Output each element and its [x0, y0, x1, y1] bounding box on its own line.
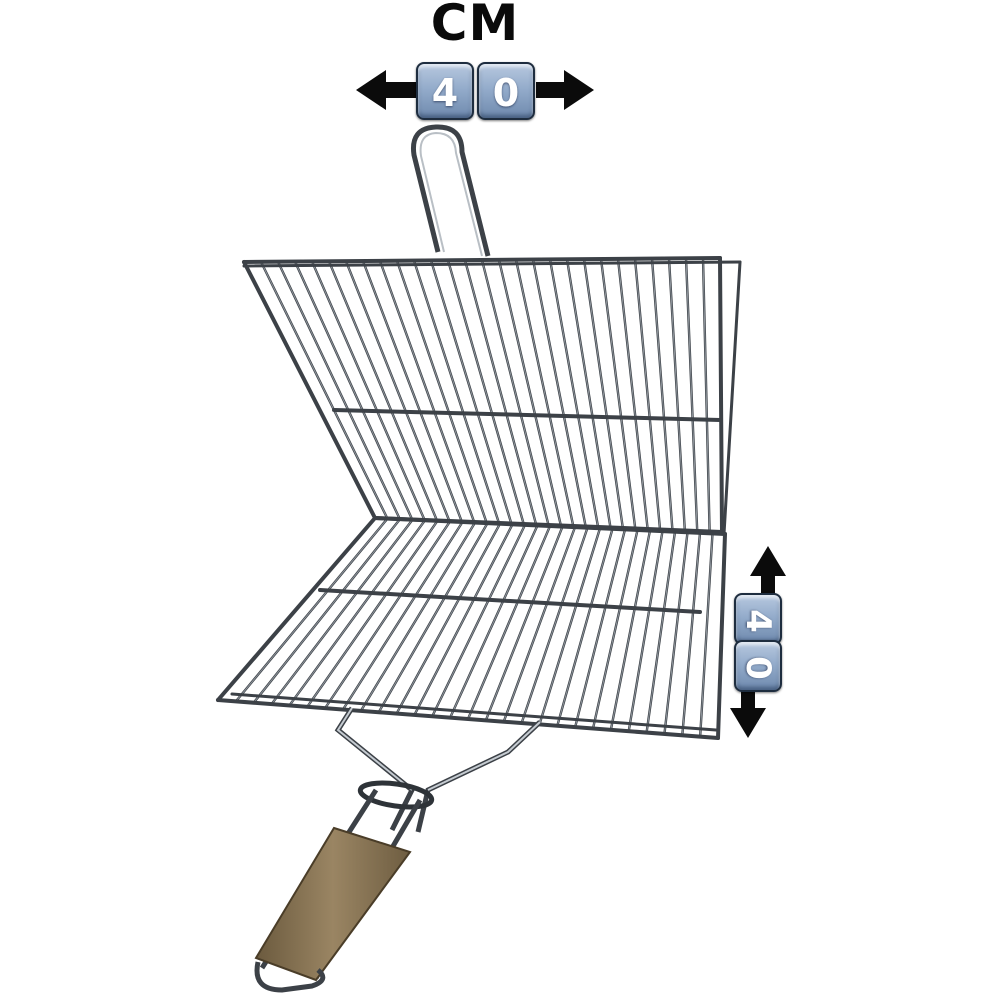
- grid-wire-highlight: [431, 524, 526, 717]
- height-digit-key: 4: [734, 593, 782, 645]
- grid-wire-highlight: [503, 526, 576, 723]
- grid-wire-highlight: [253, 518, 401, 704]
- grid-wire-highlight: [532, 259, 587, 527]
- width-digit-key: 0: [477, 62, 535, 120]
- frame-wire: [242, 260, 742, 268]
- frame-wire: [216, 698, 720, 740]
- lower-handle-frame: [334, 706, 542, 833]
- grid-wire-highlight: [413, 260, 500, 524]
- frame-wire: [242, 260, 377, 520]
- top-handle-inner: [419, 131, 483, 257]
- frame-wire: [722, 260, 742, 536]
- height-digit-text: 0: [737, 656, 778, 680]
- grid-wire-highlight: [362, 260, 463, 522]
- grid-wire-highlight: [681, 532, 701, 736]
- grid-wire-highlight: [610, 530, 651, 731]
- frame-wire: [716, 532, 727, 740]
- grid-wire-highlight: [447, 259, 525, 525]
- grid-wire-highlight: [685, 257, 698, 532]
- grid-wire-highlight: [378, 522, 488, 713]
- grid-wire-highlight: [566, 258, 611, 528]
- grid-wire-highlight: [306, 520, 438, 708]
- width-digit-key: 4: [416, 62, 474, 120]
- grid-wire-highlight: [396, 260, 488, 523]
- locking-ring: [357, 780, 435, 810]
- height-digit-text: 4: [737, 609, 778, 633]
- grid-wire-highlight: [485, 526, 563, 721]
- grid-wire-highlight: [360, 522, 476, 712]
- grid-wire-highlight: [235, 518, 388, 702]
- grid-wire-highlight: [342, 521, 463, 710]
- frame-wire: [242, 256, 722, 264]
- grid-wire-highlight: [271, 519, 413, 705]
- grid-wire-highlight: [634, 258, 661, 530]
- grid-wire-highlight: [449, 524, 538, 719]
- grid-wire-highlight: [515, 259, 574, 527]
- grid-wire-highlight: [345, 260, 450, 522]
- frame-wire: [230, 692, 718, 732]
- grid-wire-highlight: [311, 260, 426, 521]
- cross-bar: [332, 408, 722, 422]
- grid-wire-highlight: [498, 259, 562, 526]
- grid-wire-highlight: [538, 527, 601, 725]
- grid-wire-highlight: [396, 523, 501, 715]
- lower-handle-frame-highlight: [336, 707, 541, 791]
- grid-wire-highlight: [481, 259, 549, 526]
- grid-wire-highlight: [467, 525, 551, 720]
- grid-wire-highlight: [663, 531, 688, 735]
- grid-wire-highlight: [521, 527, 588, 724]
- grid-wire-highlight: [651, 258, 673, 531]
- handle-end-loop: [254, 961, 326, 993]
- grid-wire-highlight: [464, 259, 537, 525]
- grid-wire-highlight: [617, 258, 649, 530]
- grid-wire-highlight: [260, 261, 388, 519]
- width-arrow-icon: [356, 70, 594, 110]
- frame-wire: [216, 516, 377, 702]
- grid-wire-highlight: [646, 531, 676, 734]
- frame-wire: [718, 256, 724, 534]
- grid-wire-highlight: [277, 261, 401, 520]
- cross-bar: [318, 588, 702, 614]
- grid-wire-highlight: [583, 258, 624, 529]
- grid-wire-highlight: [549, 258, 599, 528]
- top-handle-loop: [410, 124, 491, 257]
- grid-wire-highlight: [600, 258, 636, 529]
- grid-wire-highlight: [628, 530, 663, 732]
- grid-wire-highlight: [699, 532, 713, 738]
- height-arrow-icon: [730, 546, 786, 738]
- frame-wire: [373, 516, 727, 536]
- grid-wire-highlight: [592, 529, 638, 729]
- grid-wire-highlight: [556, 528, 613, 727]
- grid-wire-highlight: [379, 260, 475, 523]
- grid-wire-highlight: [324, 520, 451, 709]
- grid-wire-highlight: [430, 259, 512, 524]
- upper-grid: [242, 256, 742, 536]
- grid-wire-highlight: [288, 519, 426, 706]
- unit-label: CM: [430, 0, 520, 52]
- grid-wire-highlight: [574, 528, 626, 728]
- grid-wire-highlight: [668, 257, 686, 531]
- lower-grid: [216, 516, 727, 740]
- grid-wire-highlight: [328, 260, 438, 521]
- grid-wire-highlight: [294, 261, 413, 520]
- grid-wire-highlight: [702, 257, 711, 532]
- wooden-handle: [254, 826, 412, 982]
- grid-wire-highlight: [413, 523, 513, 716]
- height-digit-key: 0: [734, 640, 782, 692]
